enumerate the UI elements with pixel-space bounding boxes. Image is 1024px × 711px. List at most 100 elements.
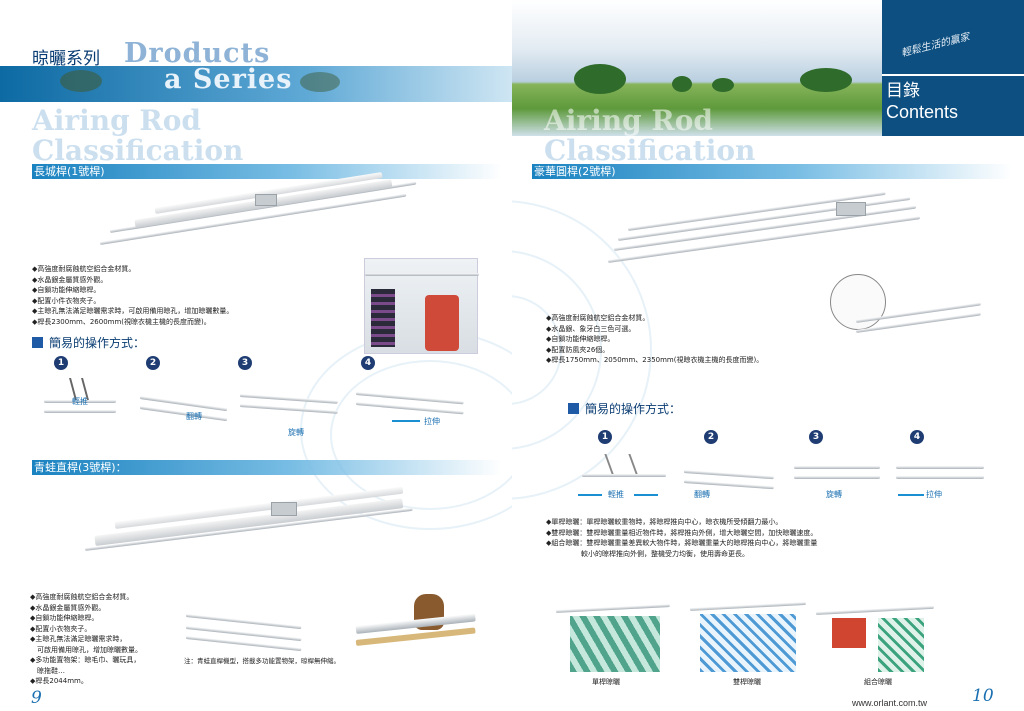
step-number: 3	[238, 356, 252, 370]
mode-image-combined	[815, 572, 936, 674]
step-illustration-3	[239, 378, 340, 422]
step-illustration-2	[139, 376, 230, 426]
tree-image	[800, 68, 852, 92]
contents-cn: 目錄	[886, 81, 920, 101]
tree-image	[672, 76, 692, 92]
bullet-item: ◆桿長1750mm、2050mm、2350mm(視晾衣機主機的長度而變)。	[546, 356, 764, 364]
step-illustration-1	[578, 450, 668, 494]
bullet-item: ◆水晶銀金屬質感外觀。	[30, 603, 106, 612]
step-caption: 拉伸	[424, 417, 440, 426]
left-page: 晾曬系列 Droducts a Series Airing Rod Classi…	[0, 38, 512, 708]
mode-item: ◆單桿晾曬：單桿晾曬較重物時，將晾桿推向中心，晾衣機所受傾翻力最小。	[546, 518, 783, 526]
mode-item: 較小的晾桿推向外側，整機受力均衡，使用壽命更長。	[546, 549, 749, 558]
bullet-item: ◆自鎖功能伸縮晾桿。	[546, 335, 615, 343]
bullet-item: ◆水晶銀金屬質感外觀。	[32, 275, 108, 284]
step-number: 2	[146, 356, 160, 370]
bullet-item: ◆配置防風夾26個。	[546, 345, 610, 354]
operation-title-text: 簡易的操作方式：	[49, 336, 146, 350]
operation-title: 簡易的操作方式：	[32, 334, 145, 351]
mode-image-single	[555, 572, 672, 674]
bullet-item: 晾拖鞋…	[30, 666, 65, 675]
step-caption: 輕推	[72, 397, 88, 406]
step-number: 4	[361, 356, 375, 370]
step-illustration-4	[892, 454, 988, 494]
bullet-list-2: ◆高強度耐腐蝕航空鋁合金材質。 ◆水晶銀、象牙白三色可選。 ◆自鎖功能伸縮晾桿。…	[546, 313, 763, 366]
arrow-left-icon	[578, 494, 602, 496]
sock-image	[371, 289, 395, 347]
bullet-item: ◆高強度耐腐蝕航空鋁合金材質。	[546, 314, 650, 322]
step-caption: 旋轉	[826, 490, 842, 499]
mode-item: ◆雙桿晾曬：雙桿晾曬重量相近物件時，將桿推向外側，增大晾曬空間，加快晾曬速度。	[546, 528, 818, 537]
bullet-item: ◆水晶銀、象牙白三色可選。	[546, 324, 636, 333]
shelf-photo	[355, 590, 476, 662]
website-link[interactable]: www.orlant.com.tw	[852, 698, 928, 708]
bullet-item: ◆高強度耐腐蝕航空鋁合金材質。	[32, 265, 136, 273]
header-banner	[0, 66, 512, 102]
bullet-list-1: ◆高強度耐腐蝕航空鋁合金材質。 ◆水晶銀金屬質感外觀。 ◆自鎖功能伸縮晾桿。 ◆…	[32, 264, 233, 327]
bullet-item: ◆多功能置物架：晾毛巾、曬玩具，	[30, 656, 141, 664]
step-number: 4	[910, 430, 924, 444]
ghost-heading-2: Classification	[544, 134, 756, 167]
mode-image-double	[689, 572, 808, 674]
contents-en: Contents	[886, 102, 959, 122]
landscape-photo	[512, 0, 882, 136]
mode-caption: 雙桿晾曬	[733, 678, 761, 686]
hanger-illustration	[855, 302, 986, 384]
section-title-3: 青蛙直桿(3號桿)：	[32, 460, 502, 475]
tree-image	[712, 78, 734, 92]
section-title-1: 長城桿(1號桿)	[32, 164, 502, 179]
step-caption: 輕推	[608, 490, 624, 499]
ghost-heading-1: Airing Rod	[544, 104, 713, 137]
step-illustration-3	[790, 454, 882, 494]
bullet-item: ◆主晾孔無法滿足晾曬需求時，	[30, 635, 127, 643]
bullet-item: ◆配置小件衣物夾子。	[32, 296, 101, 305]
step-caption: 翻轉	[186, 412, 202, 421]
background-swirl	[330, 360, 512, 510]
square-bullet-icon	[568, 403, 579, 414]
modes-list: ◆單桿晾曬：單桿晾曬較重物時，將晾桿推向中心，晾衣機所受傾翻力最小。 ◆雙桿晾曬…	[546, 517, 817, 559]
page-number: 10	[972, 686, 994, 706]
bullet-item: ◆桿長2300mm、2600mm(視晾衣機主機的長度而變)。	[32, 317, 211, 326]
bullet-item: ◆高強度耐腐蝕航空鋁合金材質。	[30, 593, 134, 601]
bullet-item: ◆自鎖功能伸縮晾桿。	[30, 614, 99, 622]
arrow-right-icon	[898, 494, 924, 496]
shelf-illustration	[185, 596, 304, 652]
square-bullet-icon	[32, 337, 43, 348]
page-number: 9	[31, 688, 42, 708]
slogan-text: 輕鬆生活的贏家	[900, 31, 971, 60]
operation-title-text: 簡易的操作方式：	[585, 402, 682, 416]
mode-item: ◆組合晾曬：雙桿晾曬重量差異較大物件時，將晾曬重量大的晾桿推向中心，將晾曬重量	[546, 539, 818, 547]
step-caption: 旋轉	[288, 428, 304, 437]
tree-image	[60, 70, 102, 92]
step-caption: 拉伸	[926, 490, 942, 499]
ghost-heading-2: Classification	[32, 134, 244, 167]
step-number: 3	[809, 430, 823, 444]
arrow-right-icon	[392, 420, 420, 422]
bullet-item: ◆桿長2044mm。	[30, 677, 88, 685]
arrow-right-icon	[634, 494, 658, 496]
mode-caption: 單桿晾曬	[592, 678, 620, 686]
rod-illustration-1	[95, 172, 425, 260]
note-text: 注：青蛙直桿機型，搭載多功能置物架，晾桿無伸縮。	[184, 657, 340, 665]
bullet-item: 可啟用備用晾孔，增加晾曬數量。	[30, 645, 142, 654]
section-title-2: 豪華圓桿(2號桿)	[532, 164, 1012, 179]
series-title-cn: 晾曬系列	[32, 49, 100, 69]
step-number: 1	[54, 356, 68, 370]
bullet-item: ◆主晾孔無法滿足晾曬需求時，可啟用備用晾孔，增加晾曬數量。	[32, 307, 234, 315]
operation-title: 簡易的操作方式：	[568, 400, 681, 417]
step-caption: 翻轉	[694, 490, 710, 499]
series-title-en-2: a Series	[164, 64, 293, 95]
series-title-en-1: Droducts	[124, 38, 271, 69]
step-number: 1	[598, 430, 612, 444]
rod-illustration-3	[84, 486, 415, 568]
shirt-image	[425, 295, 459, 351]
bullet-list-3: ◆高強度耐腐蝕航空鋁合金材質。 ◆水晶銀金屬質感外觀。 ◆自鎖功能伸縮晾桿。 ◆…	[30, 592, 142, 687]
right-page: 輕鬆生活的贏家 目錄 Contents Airing Rod Classific…	[512, 0, 1024, 711]
bullet-item: ◆配置小衣物夾子。	[30, 624, 92, 633]
step-illustration-1	[42, 374, 118, 426]
mode-caption: 組合晾曬	[864, 678, 892, 686]
step-illustration-4	[355, 376, 466, 420]
bullet-item: ◆自鎖功能伸縮晾桿。	[32, 286, 101, 294]
tree-image	[300, 72, 340, 92]
tree-image	[574, 64, 626, 94]
